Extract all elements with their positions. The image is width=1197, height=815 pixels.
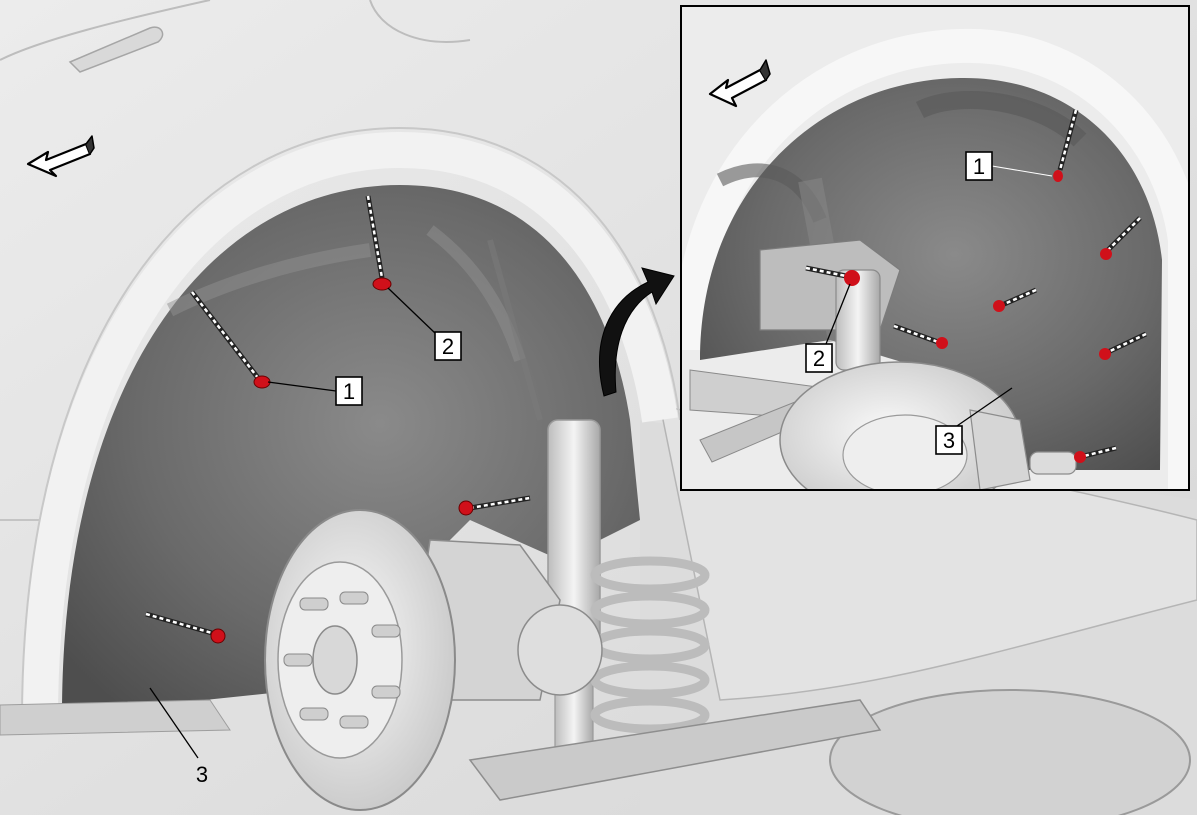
callout-label: 1 <box>343 379 355 404</box>
wheel-arch-lip <box>22 131 678 721</box>
hub-center <box>312 625 358 695</box>
detail-liner <box>700 77 1162 470</box>
detail-fastener-1 <box>1053 109 1079 182</box>
detail-fastener-3 <box>993 287 1038 312</box>
detail-view: 1 2 3 <box>680 5 1190 491</box>
door-handle <box>68 26 164 73</box>
main-fasteners <box>145 195 531 644</box>
knuckle <box>517 604 603 696</box>
detail-liner-rib <box>915 91 1087 147</box>
callout-label: 2 <box>442 334 454 359</box>
liner-rib <box>426 225 526 362</box>
curved-arrow-icon <box>599 267 675 397</box>
door-seam <box>0 0 211 61</box>
detail-hub-bolt <box>1029 451 1077 475</box>
callout-label: 3 <box>196 762 208 787</box>
detail-callout-3: 3 <box>935 387 1013 455</box>
callout-label: 1 <box>973 154 985 179</box>
front-direction-arrow-icon <box>708 59 771 108</box>
lower-control-arm <box>468 699 882 801</box>
detail-fastener-5 <box>893 323 948 349</box>
callout-label: 3 <box>943 428 955 453</box>
detail-callout-2: 2 <box>805 283 851 373</box>
fuel-door-seam <box>369 0 471 43</box>
wheel-arch-edge <box>21 126 681 721</box>
main-callout-3: 3 <box>149 687 208 787</box>
fastener-4 <box>145 611 226 644</box>
detail-callout-1: 1 <box>965 151 1053 181</box>
front-direction-arrow-icon <box>26 135 95 178</box>
fastener-2 <box>365 195 392 291</box>
wheelhouse-liner <box>62 185 640 715</box>
liner-rib <box>166 243 371 317</box>
liner-lower-trim <box>0 699 231 736</box>
main-callout-1: 1 <box>267 376 363 406</box>
detail-fastener-4 <box>1099 331 1148 360</box>
detail-shock <box>835 269 881 371</box>
detail-border <box>680 5 1190 491</box>
detail-caliper <box>969 409 1031 490</box>
wheel-studs <box>283 591 401 729</box>
fastener-3 <box>458 495 531 516</box>
rear-tire <box>829 689 1191 815</box>
detail-fasteners <box>805 109 1148 463</box>
detail-fastener-7 <box>805 265 860 286</box>
detail-fastener-2 <box>1100 216 1142 260</box>
detail-fastener-6 <box>1074 445 1117 463</box>
callout-label: 2 <box>813 346 825 371</box>
main-callout-2: 2 <box>387 287 462 361</box>
detail-arch-lip <box>681 28 1189 490</box>
liner-rib <box>487 239 543 421</box>
